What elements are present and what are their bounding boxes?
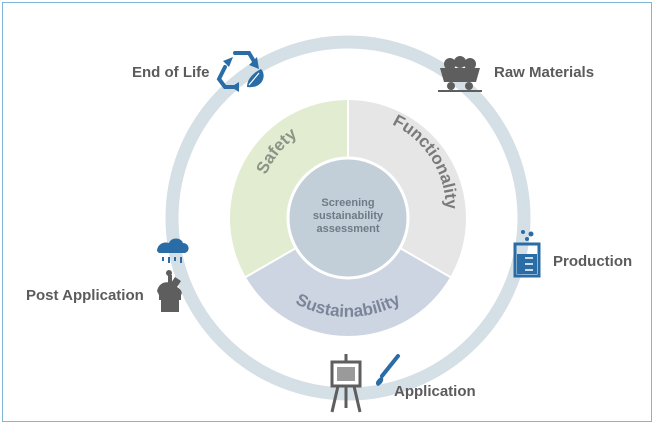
recycle-icon bbox=[216, 51, 264, 92]
lifecycle-ring bbox=[165, 35, 531, 401]
raw-materials-label: Raw Materials bbox=[494, 64, 595, 81]
application-label: Application bbox=[394, 383, 476, 400]
end-of-life-label: End of Life bbox=[132, 64, 210, 81]
production-label: Production bbox=[553, 253, 633, 270]
mine-cart-icon bbox=[438, 56, 482, 92]
post-application-label: Post Application bbox=[26, 287, 144, 304]
center-line3: assessment bbox=[317, 223, 380, 235]
beaker-icon bbox=[513, 230, 541, 278]
center-line2: sustainability bbox=[313, 210, 384, 222]
easel-brush-icon bbox=[330, 354, 400, 413]
center-circle bbox=[286, 156, 410, 280]
rain-statue-icon bbox=[157, 238, 189, 312]
center-line1: Screening bbox=[321, 197, 374, 209]
